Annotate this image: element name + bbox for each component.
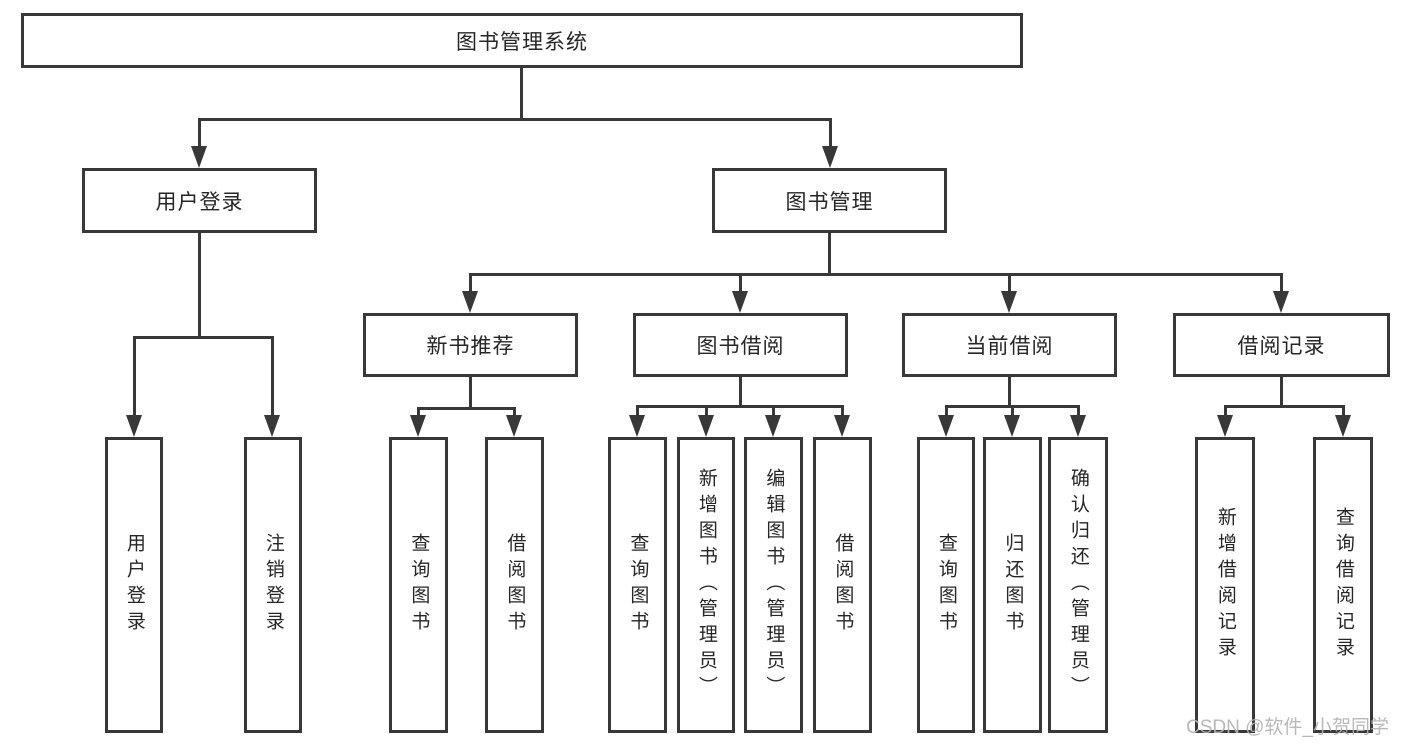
connector-vline: [469, 273, 472, 293]
arrowhead-down-icon: [629, 415, 645, 437]
leaf-add-books-admin-box: 新增图书（管理员）: [677, 437, 735, 733]
connector-vline: [1342, 405, 1345, 417]
node-library-system-box: 图书管理系统: [21, 13, 1023, 68]
connector-vline: [198, 118, 201, 152]
leaf-return-books-label: 归还图书: [1002, 533, 1024, 637]
connector-vline: [828, 233, 831, 273]
leaf-query-books-borrowing-label: 查询图书: [627, 533, 649, 637]
arrowhead-down-icon: [1004, 415, 1020, 437]
leaf-borrow-books-recommend-box: 借阅图书: [485, 437, 544, 733]
connector-vline: [1280, 273, 1283, 293]
node-new-book-recommend-box: 新书推荐: [363, 313, 578, 377]
leaf-query-books-current-label: 查询图书: [935, 533, 957, 637]
connector-hline: [469, 273, 1283, 276]
arrowhead-down-icon: [822, 146, 838, 168]
connector-vline: [829, 118, 832, 152]
node-borrowing-records-box: 借阅记录: [1173, 313, 1390, 377]
leaf-add-borrow-record-box: 新增借阅记录: [1195, 437, 1255, 733]
node-book-borrowing-label: 图书借阅: [696, 335, 785, 358]
leaf-query-borrow-record-label: 查询借阅记录: [1332, 507, 1354, 663]
leaf-borrow-books-borrowing-label: 借阅图书: [832, 533, 854, 637]
leaf-add-borrow-record-label: 新增借阅记录: [1214, 507, 1236, 663]
leaf-query-books-borrowing-box: 查询图书: [608, 437, 667, 733]
arrowhead-down-icon: [698, 415, 714, 437]
connector-vline: [841, 405, 844, 417]
leaf-user-login-label: 用户登录: [123, 533, 145, 637]
connector-vline: [469, 377, 472, 407]
arrowhead-down-icon: [1070, 415, 1086, 437]
node-current-borrowing-box: 当前借阅: [902, 313, 1117, 377]
connector-hline: [198, 118, 831, 121]
node-current-borrowing-label: 当前借阅: [965, 335, 1054, 358]
leaf-borrow-books-borrowing-box: 借阅图书: [813, 437, 872, 733]
connector-vline: [1280, 377, 1283, 405]
leaf-user-login-box: 用户登录: [105, 437, 163, 733]
node-book-management-label: 图书管理: [785, 190, 874, 214]
node-book-management-box: 图书管理: [712, 168, 947, 233]
arrowhead-down-icon: [834, 415, 850, 437]
connector-hline: [133, 336, 274, 339]
leaf-query-books-current-box: 查询图书: [917, 437, 975, 733]
connector-vline: [133, 336, 136, 419]
connector-vline: [198, 233, 201, 336]
leaf-logout-label: 注销登录: [262, 533, 284, 637]
arrowhead-down-icon: [264, 415, 280, 437]
connector-vline: [1008, 273, 1011, 293]
arrowhead-down-icon: [462, 291, 478, 313]
connector-hline: [417, 407, 515, 410]
node-user-login-label: 用户登录: [155, 190, 244, 214]
leaf-confirm-return-admin-label: 确认归还（管理员）: [1067, 468, 1089, 702]
connector-vline: [636, 405, 639, 417]
arrowhead-down-icon: [126, 415, 142, 437]
node-library-system-label: 图书管理系统: [456, 30, 588, 54]
arrowhead-down-icon: [410, 415, 426, 437]
leaf-query-books-recommend-box: 查询图书: [389, 437, 448, 733]
arrowhead-down-icon: [1273, 291, 1289, 313]
connector-vline: [513, 407, 516, 417]
leaf-add-books-admin-label: 新增图书（管理员）: [695, 468, 717, 702]
leaf-borrow-books-recommend-label: 借阅图书: [504, 533, 526, 637]
connector-vline: [417, 407, 420, 417]
connector-vline: [772, 405, 775, 417]
leaf-query-borrow-record-box: 查询借阅记录: [1313, 437, 1373, 733]
connector-vline: [1011, 405, 1014, 417]
arrowhead-down-icon: [1217, 415, 1233, 437]
connector-vline: [1077, 405, 1080, 417]
node-user-login-box: 用户登录: [82, 168, 317, 233]
csdn-watermark: CSDN @软件_小贺同学: [1186, 717, 1389, 738]
connector-vline: [271, 336, 274, 419]
connector-vline: [739, 273, 742, 293]
leaf-query-books-recommend-label: 查询图书: [408, 533, 430, 637]
leaf-edit-books-admin-box: 编辑图书（管理员）: [744, 437, 803, 733]
leaf-confirm-return-admin-box: 确认归还（管理员）: [1048, 437, 1108, 733]
connector-vline: [945, 405, 948, 417]
arrowhead-down-icon: [1001, 291, 1017, 313]
connector-vline: [705, 405, 708, 417]
connector-hline: [1224, 405, 1344, 408]
node-book-borrowing-box: 图书借阅: [633, 313, 848, 377]
arrowhead-down-icon: [765, 415, 781, 437]
arrowhead-down-icon: [1335, 415, 1351, 437]
connector-vline: [739, 377, 742, 405]
leaf-edit-books-admin-label: 编辑图书（管理员）: [763, 468, 785, 702]
node-borrowing-records-label: 借阅记录: [1237, 335, 1326, 358]
leaf-logout-box: 注销登录: [244, 437, 302, 733]
arrowhead-down-icon: [191, 146, 207, 168]
node-new-book-recommend-label: 新书推荐: [426, 335, 515, 358]
arrowhead-down-icon: [732, 291, 748, 313]
arrowhead-down-icon: [506, 415, 522, 437]
leaf-return-books-box: 归还图书: [983, 437, 1042, 733]
connector-hline: [636, 405, 843, 408]
connector-vline: [1008, 377, 1011, 405]
arrowhead-down-icon: [938, 415, 954, 437]
connector-vline: [520, 68, 523, 118]
connector-vline: [1224, 405, 1227, 417]
